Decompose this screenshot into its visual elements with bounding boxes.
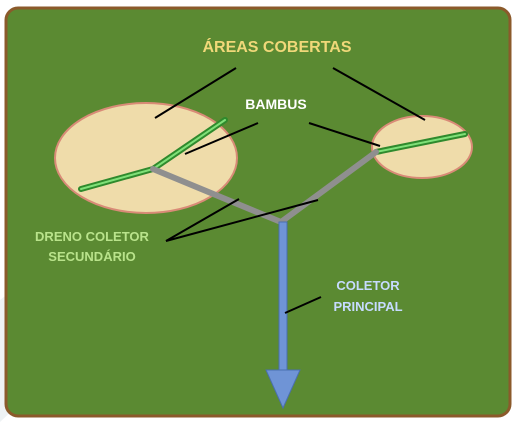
drain-left xyxy=(150,166,284,225)
label-bambus: BAMBUS xyxy=(245,96,306,112)
label-dreno-line1: DRENO COLETOR xyxy=(35,229,149,244)
main-collector-arrow xyxy=(265,221,301,410)
pointer-dreno-right xyxy=(165,199,319,242)
pointer-lines xyxy=(154,67,426,314)
pointer-bambus-right xyxy=(308,122,381,147)
pointer-bambus-left xyxy=(184,122,259,155)
covered-area-left xyxy=(54,102,238,214)
collector-arrowhead xyxy=(265,369,301,410)
pointer-areas-right xyxy=(332,67,426,121)
pointer-areas-left xyxy=(154,67,237,119)
label-coletor-line2: PRINCIPAL xyxy=(333,299,402,314)
bamboo-pipes xyxy=(78,117,468,192)
label-dreno-line2: SECUNDÁRIO xyxy=(48,249,135,264)
covered-area-right xyxy=(371,115,473,179)
label-areas-cobertas: ÁREAS COBERTAS xyxy=(202,37,351,56)
secondary-drains xyxy=(150,149,379,225)
pointer-coletor xyxy=(284,296,322,314)
drain-right xyxy=(278,149,379,225)
pointer-dreno-left xyxy=(165,198,240,242)
label-coletor-line1: COLETOR xyxy=(336,278,400,293)
collector-shaft xyxy=(278,221,288,371)
